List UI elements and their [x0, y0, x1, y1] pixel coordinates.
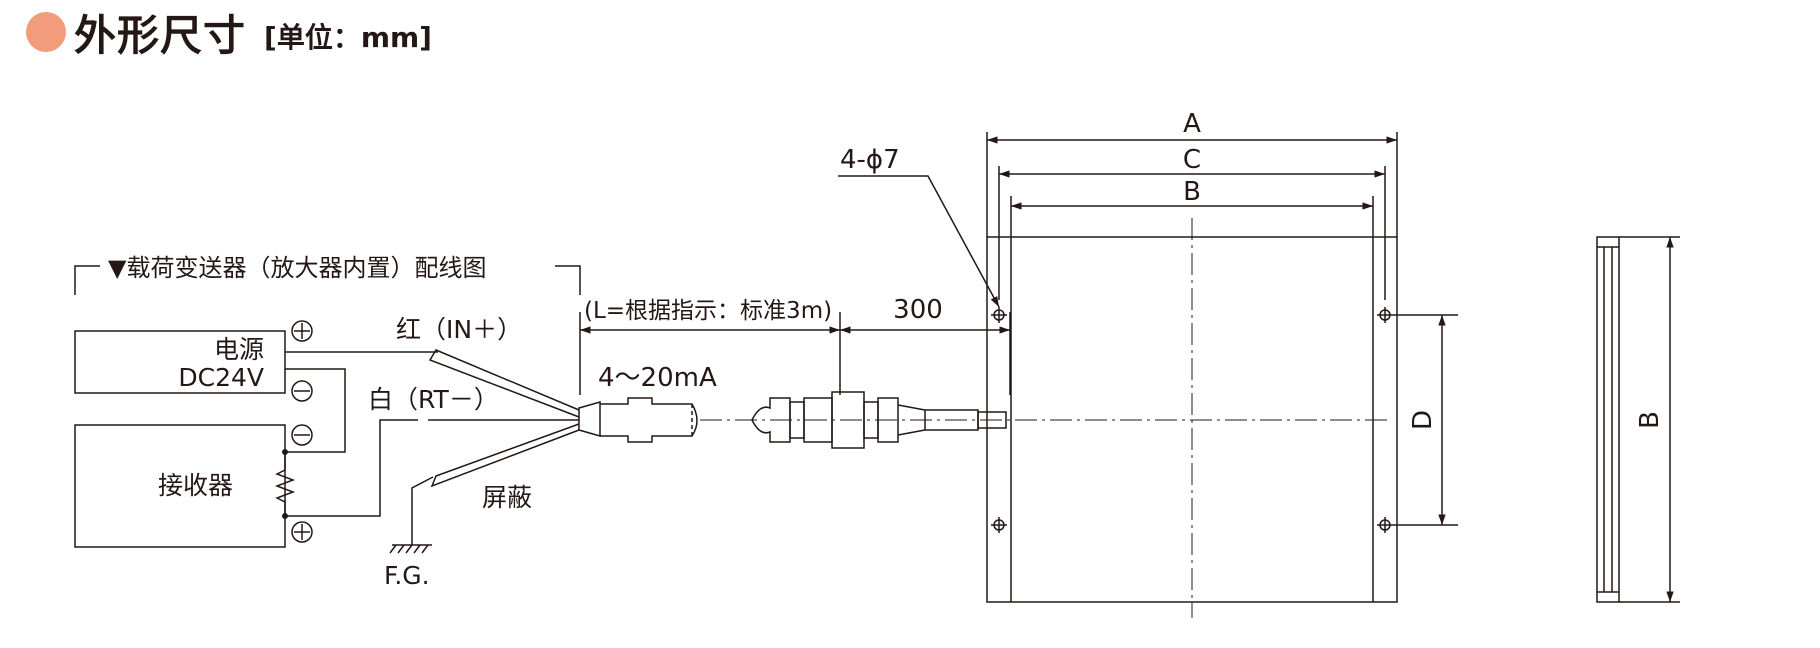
- side-outline: [1596, 236, 1620, 603]
- terminal-plus-receiver: [291, 521, 313, 543]
- ground-symbol: [389, 544, 432, 554]
- dim-d-label: D: [1408, 410, 1438, 430]
- cable-grommet: [977, 411, 1007, 429]
- receiver-label: 接收器: [158, 471, 233, 500]
- wire-power-minus: [285, 368, 346, 453]
- terminal-plus-top: [291, 320, 313, 342]
- page-title: 外形尺寸: [74, 10, 247, 60]
- wiring-heading: ▼载荷变送器（放大器内置）配线图: [108, 254, 486, 282]
- cable-wire-red: [428, 349, 580, 418]
- receiver-box: [74, 424, 286, 548]
- ground-label: F.G.: [384, 561, 430, 590]
- cable-300-label: 300: [893, 295, 943, 325]
- cable-tip: [578, 401, 601, 437]
- unit-label: [单位：mm]: [264, 21, 432, 54]
- header: 外形尺寸 [单位：mm]: [26, 4, 432, 60]
- power-label-line1: 电源: [214, 335, 264, 364]
- dim-b-label: B: [1183, 177, 1201, 207]
- mounting-hole-bl: [991, 517, 1007, 533]
- wire-red-label: 红（IN＋）: [396, 315, 522, 344]
- terminal-minus-top: [291, 380, 313, 402]
- plate-side-view: [1596, 236, 1680, 603]
- junction-dot-bottom: [282, 513, 288, 519]
- junction-dot-top: [282, 449, 288, 455]
- terminal-minus-receiver: [291, 424, 313, 446]
- cable-jacket: [600, 397, 698, 443]
- mounting-hole-tl: [991, 307, 1007, 323]
- bullet-icon: [26, 12, 66, 52]
- wire-receiver-plus: [285, 419, 418, 517]
- plate-front-view: [838, 132, 1458, 618]
- wire-shield-label: 屏蔽: [482, 483, 532, 512]
- power-supply-box: [74, 330, 286, 394]
- mounting-hole-tr: [1377, 307, 1393, 323]
- wire-white-label: 白（RT－）: [368, 385, 499, 414]
- power-label-line2: DC24V: [178, 363, 264, 392]
- holes-label: 4-ϕ7: [840, 145, 900, 175]
- side-dim-b-label: B: [1635, 411, 1665, 429]
- mounting-hole-br: [1377, 517, 1393, 533]
- receiver-resistor: [274, 452, 296, 516]
- heading-bracket: [74, 265, 581, 295]
- holes-leader: [838, 175, 1000, 308]
- dim-a-label: A: [1183, 109, 1201, 139]
- cable-wire-shield: [430, 423, 580, 488]
- dim-c-label: C: [1183, 145, 1201, 175]
- cable-length-note: (L=根据指示：标准3m): [584, 298, 832, 324]
- wire-shield: [411, 476, 434, 545]
- cable-assembly: [428, 312, 1388, 488]
- output-signal-label: 4～20mA: [598, 363, 717, 393]
- wiring-diagram: [74, 265, 581, 554]
